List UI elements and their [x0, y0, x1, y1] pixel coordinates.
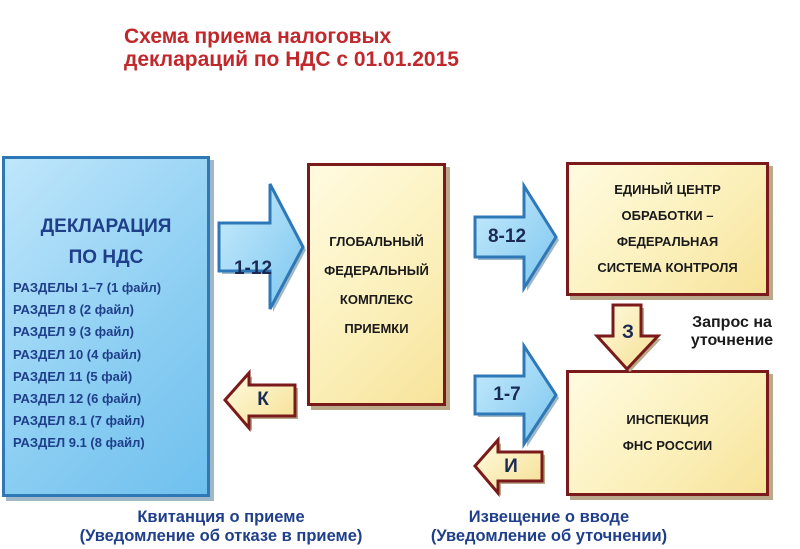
declaration-section: РАЗДЕЛ 10 (4 файл) — [13, 346, 142, 362]
global-complex-line: ГЛОБАЛЬНЫЙ — [329, 233, 424, 249]
arrow-1-12-icon — [217, 183, 306, 312]
inspection-line: ИНСПЕКЦИЯ — [626, 412, 709, 427]
unified-center-line: ОБРАБОТКИ – — [621, 208, 714, 223]
global-complex-line: КОМПЛЕКС — [339, 291, 414, 307]
caption-left-line2: (Уведомление об отказе в приеме) — [79, 527, 363, 545]
declaration-heading-line2: ПО НДС — [68, 247, 144, 268]
declaration-section: РАЗДЕЛ 9.1 (8 файл) — [13, 435, 145, 451]
caption-right-line2: (Уведомление об уточнении) — [430, 527, 668, 545]
declaration-section: РАЗДЕЛ 11 (5 фай) — [13, 368, 133, 384]
unified-center-line: ФЕДЕРАЛЬНАЯ — [616, 234, 719, 249]
request-note-line2: уточнение — [690, 332, 774, 349]
unified-center-line: СИСТЕМА КОНТРОЛЯ — [597, 260, 738, 275]
declaration-section: РАЗДЕЛ 12 (6 файл) — [13, 391, 142, 407]
caption-left: Квитанция о приеме (Уведомление об отказ… — [36, 508, 406, 546]
arrow-1-7-label: 1-7 — [493, 384, 521, 405]
diagram-title-line1: Схема приема налоговых — [124, 25, 392, 48]
declaration-box: ДЕКЛАРАЦИЯ ПО НДС РАЗДЕЛЫ 1–7 (1 файл) Р… — [2, 156, 210, 497]
declaration-heading-line1: ДЕКЛАРАЦИЯ — [40, 216, 172, 237]
global-complex-line: ПРИЕМКИ — [344, 320, 409, 336]
arrow-8-12-label: 8-12 — [487, 226, 527, 247]
inspection-line: ФНС РОССИИ — [622, 438, 713, 453]
inspection-box: ИНСПЕКЦИЯ ФНС РОССИИ — [566, 370, 769, 496]
caption-left-line1: Квитанция о приеме — [137, 508, 305, 526]
global-complex-line: ФЕДЕРАЛЬНЫЙ — [324, 262, 429, 278]
declaration-section: РАЗДЕЛ 8.1 (7 файл) — [13, 413, 145, 429]
arrow-1-12-label: 1-12 — [233, 258, 273, 279]
request-note: Запрос на уточнение — [672, 314, 792, 350]
unified-center-box: ЕДИНЫЙ ЦЕНТР ОБРАБОТКИ – ФЕДЕРАЛЬНАЯ СИС… — [566, 162, 769, 296]
declaration-heading: ДЕКЛАРАЦИЯ ПО НДС — [5, 211, 207, 273]
request-note-line1: Запрос на — [692, 314, 772, 331]
arrow-z-icon — [593, 303, 662, 372]
declaration-section: РАЗДЕЛ 8 (2 файл) — [13, 302, 134, 318]
arrow-z-label: З — [622, 322, 634, 343]
declaration-section: РАЗДЕЛ 9 (3 файл) — [13, 324, 134, 340]
arrow-1-7-icon — [473, 340, 559, 450]
diagram-title-line2: деклараций по НДС с 01.01.2015 — [124, 48, 459, 71]
arrow-k-label: К — [257, 389, 269, 410]
global-complex-box: ГЛОБАЛЬНЫЙ ФЕДЕРАЛЬНЫЙ КОМПЛЕКС ПРИЕМКИ — [307, 163, 446, 406]
caption-right-line1: Извещение о вводе — [468, 508, 630, 526]
arrow-8-12-icon — [473, 180, 559, 294]
declaration-section: РАЗДЕЛЫ 1–7 (1 файл) — [13, 280, 162, 295]
arrow-i-icon — [473, 436, 545, 498]
caption-right: Извещение о вводе (Уведомление об уточне… — [404, 508, 694, 546]
unified-center-line: ЕДИНЫЙ ЦЕНТР — [614, 182, 721, 197]
arrow-i-label: И — [504, 456, 518, 477]
arrow-k-icon — [223, 369, 298, 433]
